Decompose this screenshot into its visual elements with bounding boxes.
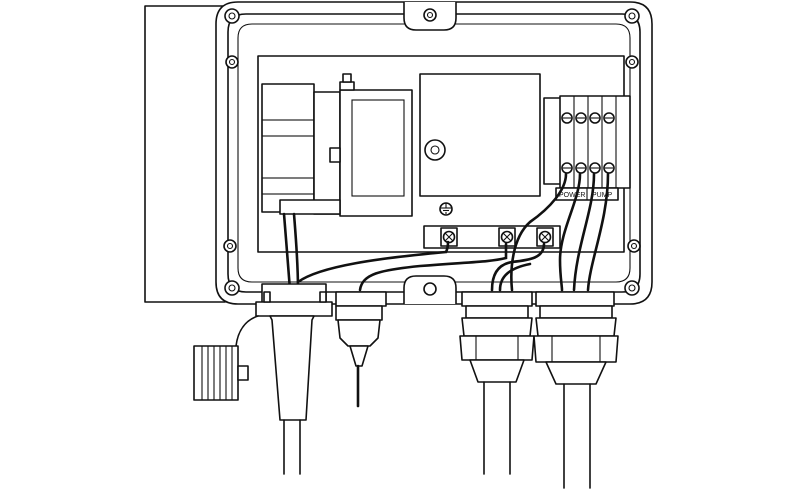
internal-wiring: [282, 172, 610, 292]
power-plug-cord: [269, 315, 315, 475]
terminal-block: POWER PUMP: [543, 95, 631, 201]
screw-terminal-icon: [561, 112, 573, 124]
earth-ground-icon: [439, 202, 453, 216]
screw-icon: [627, 239, 641, 253]
earth-terminal-bar: [423, 225, 561, 249]
screw-terminal-icon: [589, 162, 601, 174]
rear-mounting-panel: [144, 5, 226, 303]
screw-terminal-icon: [498, 227, 516, 247]
bottom-cable-entries: [255, 283, 615, 317]
screw-terminal-icon: [603, 162, 615, 174]
rotary-knob: [193, 315, 259, 401]
screw-terminal-icon: [575, 162, 587, 174]
screw-icon: [224, 280, 240, 296]
screw-terminal-icon: [575, 112, 587, 124]
corner-screws: [223, 8, 641, 296]
screw-icon: [625, 55, 639, 69]
screw-terminal-icon: [589, 112, 601, 124]
screw-icon: [223, 239, 237, 253]
screw-icon: [224, 8, 240, 24]
cable-gland-pump: [533, 305, 619, 489]
screw-icon: [624, 280, 640, 296]
relay-contactor: [261, 73, 413, 217]
screw-icon: [624, 8, 640, 24]
cable-gland-power: [459, 305, 535, 475]
screw-icon: [225, 55, 239, 69]
screw-terminal-icon: [603, 112, 615, 124]
power-label: POWER: [559, 192, 585, 199]
screw-terminal-icon: [561, 162, 573, 174]
transformer-block: [419, 73, 541, 197]
sensor-gland: [335, 305, 383, 408]
pump-label: PUMP: [592, 192, 613, 199]
